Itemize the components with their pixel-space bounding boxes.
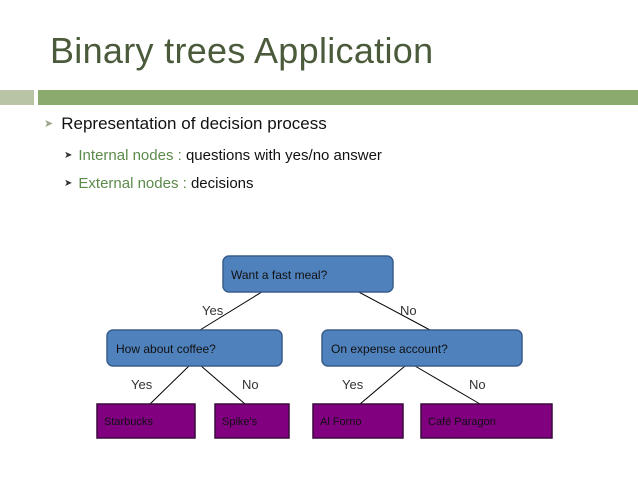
- sub-bullet-external: ➤ External nodes : decisions: [64, 175, 254, 192]
- edge-label-no: No: [469, 377, 486, 392]
- edge-left-left: [149, 364, 191, 405]
- slide-title: Binary trees Application: [50, 30, 434, 71]
- bullet-main-text: Representation of decision process: [61, 114, 327, 133]
- bullet-arrow-icon: ➤: [64, 150, 73, 161]
- leaf-spikes: [214, 403, 290, 439]
- edge-label-yes: Yes: [202, 303, 224, 318]
- edge-label-yes: Yes: [131, 377, 153, 392]
- bullet-arrow-icon: ➤: [44, 118, 54, 130]
- sub-bullet-term: Internal nodes :: [78, 147, 182, 164]
- node-root-label: Want a fast meal?: [231, 268, 328, 282]
- sub-bullet-internal: ➤ Internal nodes : questions with yes/no …: [64, 147, 382, 164]
- edge-right-left: [359, 365, 406, 405]
- node-right-question: [321, 329, 523, 367]
- leaf-cafe-paragon: [420, 403, 553, 439]
- sub-bullet-text: decisions: [186, 175, 254, 192]
- leaf-spikes-label: Spike's: [222, 416, 258, 428]
- leaf-starbucks: [96, 403, 196, 439]
- leaf-al-forno: [312, 403, 404, 439]
- node-left-question-label: How about coffee?: [116, 342, 216, 356]
- sub-bullet-term: External nodes :: [78, 175, 187, 192]
- leaf-starbucks-label: Starbucks: [104, 416, 153, 428]
- sub-bullet-text: questions with yes/no answer: [181, 147, 382, 164]
- edge-root-left: [199, 289, 266, 331]
- node-right-question-label: On expense account?: [331, 342, 448, 356]
- title-rule-gap: [34, 90, 38, 105]
- title-rule-left-block: [0, 90, 34, 105]
- edge-right-right: [414, 365, 481, 405]
- title-rule-bar: [38, 90, 638, 105]
- edge-root-right: [354, 289, 431, 331]
- edge-left-right: [199, 364, 246, 405]
- node-root: [222, 255, 394, 293]
- node-left-question: [106, 329, 283, 367]
- leaf-cafe-paragon-label: Café Paragon: [428, 416, 496, 428]
- bullet-main: ➤ Representation of decision process: [44, 114, 327, 134]
- edge-label-no: No: [242, 377, 259, 392]
- bullet-arrow-icon: ➤: [64, 178, 73, 189]
- edge-label-yes: Yes: [342, 377, 364, 392]
- edge-label-no: No: [400, 303, 417, 318]
- leaf-al-forno-label: Al Forno: [320, 416, 362, 428]
